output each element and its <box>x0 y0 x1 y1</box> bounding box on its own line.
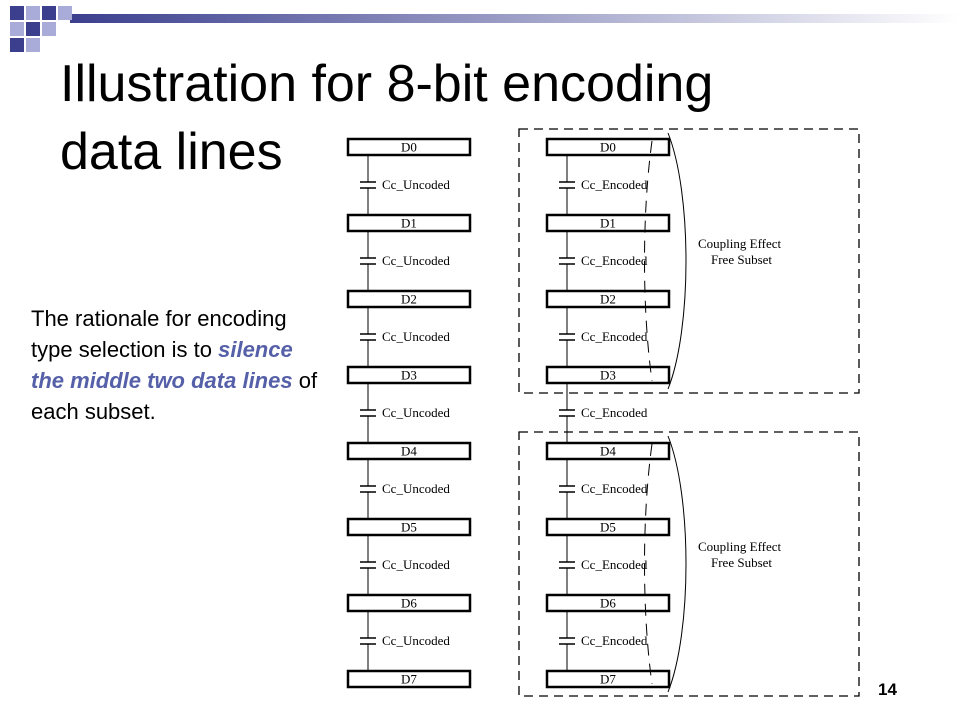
subset-label: Free Subset <box>711 252 772 267</box>
encoding-diagram: D0Cc_UncodedD1Cc_UncodedD2Cc_UncodedD3Cc… <box>346 128 860 697</box>
data-line-box <box>346 137 472 157</box>
data-line-box <box>545 365 671 385</box>
data-line-label: D4 <box>600 444 616 459</box>
coupling-label-uncoded: Cc_Uncoded <box>382 177 450 192</box>
coupling-label-uncoded: Cc_Uncoded <box>382 405 450 420</box>
data-line-label: D1 <box>600 216 616 231</box>
decor-square <box>42 22 56 36</box>
title-line-1: Illustration for 8-bit encoding <box>60 55 714 113</box>
data-line-label: D3 <box>600 368 616 383</box>
subset-dashed-box <box>518 128 860 394</box>
data-line-box <box>346 213 472 233</box>
data-line-label: D5 <box>600 520 616 535</box>
decor-square <box>10 38 24 52</box>
coupling-label-uncoded: Cc_Uncoded <box>382 557 450 572</box>
title-line-2: data lines <box>60 123 283 181</box>
coupling-label-uncoded: Cc_Uncoded <box>382 481 450 496</box>
data-line-box <box>545 441 671 461</box>
decor-square <box>26 22 40 36</box>
data-line-box <box>346 669 472 689</box>
data-line-label: D6 <box>600 596 616 611</box>
coupling-label-encoded: Cc_Encoded <box>581 633 648 648</box>
data-line-label: D7 <box>600 672 616 687</box>
coupling-label-encoded: Cc_Encoded <box>581 253 648 268</box>
data-line-box <box>545 213 671 233</box>
subset-label: Coupling Effect <box>698 539 782 554</box>
subset-inner-arc <box>644 443 653 685</box>
data-line-label: D0 <box>401 140 417 155</box>
decor-square <box>26 38 40 52</box>
decor-square <box>10 22 24 36</box>
data-line-label: D3 <box>401 368 417 383</box>
coupling-label-uncoded: Cc_Uncoded <box>382 329 450 344</box>
data-line-label: D2 <box>401 292 417 307</box>
decor-square <box>42 6 56 20</box>
data-line-label: D4 <box>401 444 417 459</box>
data-line-label: D6 <box>401 596 417 611</box>
data-line-box <box>545 289 671 309</box>
coupling-label-uncoded: Cc_Uncoded <box>382 633 450 648</box>
coupling-label-encoded: Cc_Encoded <box>581 481 648 496</box>
data-line-box <box>346 365 472 385</box>
data-line-label: D7 <box>401 672 417 687</box>
data-line-box <box>346 593 472 613</box>
data-line-box <box>545 669 671 689</box>
slide-title: Illustration for 8-bit encoding data line… <box>60 50 860 186</box>
decor-square <box>58 6 72 20</box>
data-line-box <box>346 517 472 537</box>
coupling-label-encoded: Cc_Encoded <box>581 405 648 420</box>
data-line-box <box>346 441 472 461</box>
subset-brace-arc <box>667 435 687 693</box>
subset-brace-arc <box>667 132 687 390</box>
rationale-intro: The rationale for encoding type selectio… <box>31 306 287 362</box>
coupling-label-encoded: Cc_Encoded <box>581 177 648 192</box>
data-line-box <box>545 593 671 613</box>
data-line-label: D1 <box>401 216 417 231</box>
rationale-text: The rationale for encoding type selectio… <box>31 303 321 427</box>
subset-label: Free Subset <box>711 555 772 570</box>
header-decoration <box>10 6 960 52</box>
coupling-label-encoded: Cc_Encoded <box>581 329 648 344</box>
data-line-box <box>545 517 671 537</box>
data-line-box <box>545 137 671 157</box>
subset-label: Coupling Effect <box>698 236 782 251</box>
header-gradient-band <box>70 14 960 23</box>
decor-square <box>26 6 40 20</box>
page-number: 14 <box>878 680 897 699</box>
decor-square <box>10 6 24 20</box>
data-line-label: D2 <box>600 292 616 307</box>
subset-dashed-box <box>518 431 860 697</box>
data-line-label: D5 <box>401 520 417 535</box>
rationale-outro: of each subset. <box>31 368 318 424</box>
rationale-emphasis: silence the middle two data lines <box>31 337 293 393</box>
data-line-box <box>346 289 472 309</box>
subset-inner-arc <box>644 140 653 382</box>
coupling-label-uncoded: Cc_Uncoded <box>382 253 450 268</box>
data-line-label: D0 <box>600 140 616 155</box>
coupling-label-encoded: Cc_Encoded <box>581 557 648 572</box>
